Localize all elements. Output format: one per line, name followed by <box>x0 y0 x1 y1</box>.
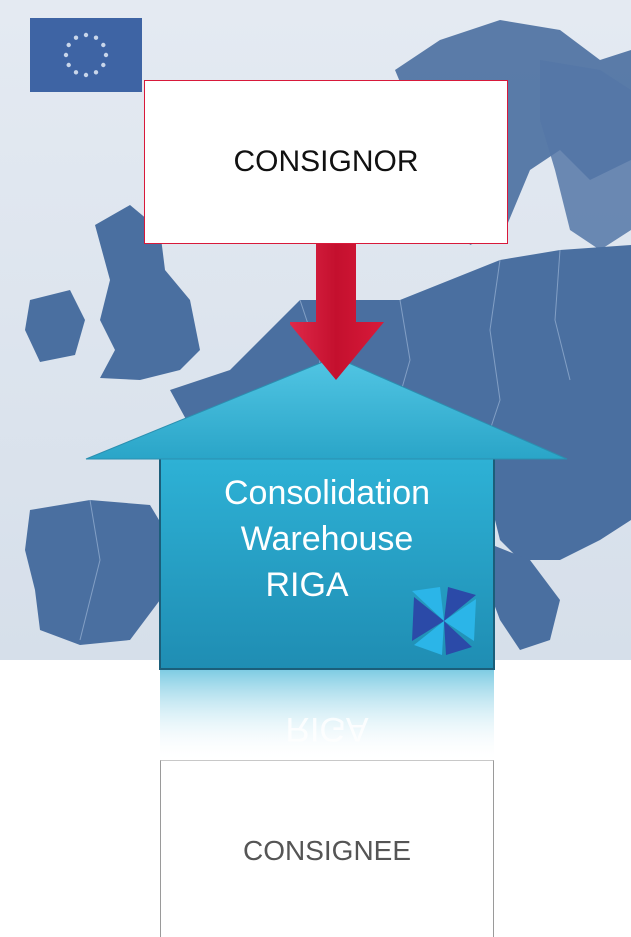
land-ireland <box>25 290 85 362</box>
warehouse-line-2: Warehouse <box>240 520 414 558</box>
reflection-area: RIGA <box>160 672 494 760</box>
eu-flag-icon <box>30 18 142 92</box>
warehouse-reflection <box>160 670 494 762</box>
consignee-box <box>160 760 494 937</box>
warehouse-label: Consolidation Warehouse RIGA <box>160 470 494 608</box>
land-iberia <box>25 500 165 645</box>
warehouse-line-3: RIGA <box>265 566 349 604</box>
warehouse-line-1: Consolidation <box>223 474 431 512</box>
land-great-britain <box>95 205 200 380</box>
land-finland <box>540 60 631 250</box>
warehouse-roof <box>85 356 568 460</box>
consignee-label: CONSIGNEE <box>242 835 412 866</box>
reflection-text: RIGA <box>285 710 369 748</box>
consignor-box: CONSIGNOR <box>144 80 508 244</box>
consignor-label: CONSIGNOR <box>233 145 419 178</box>
down-arrow-icon <box>290 230 384 380</box>
land-balkans <box>480 540 560 650</box>
company-logo-icon <box>412 587 476 655</box>
